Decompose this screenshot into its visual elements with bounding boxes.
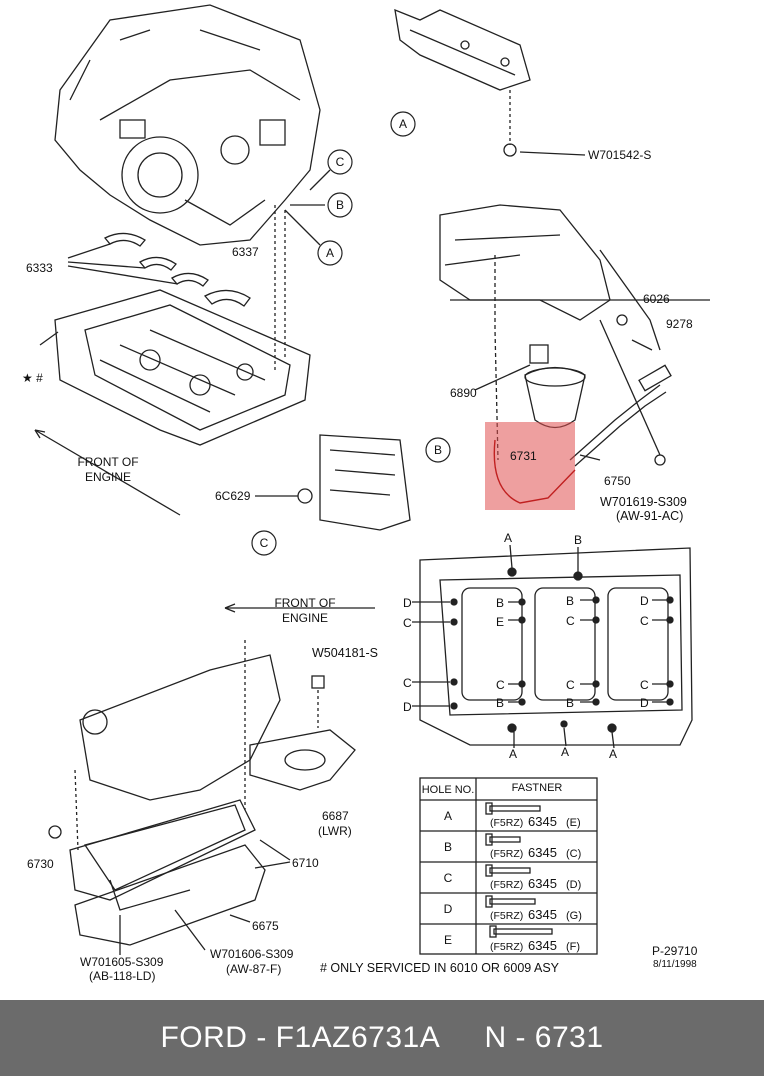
table-prefix-0: (F5RZ) bbox=[490, 817, 523, 829]
table-num-4: 6345 bbox=[528, 938, 557, 953]
table-hole-3: D bbox=[444, 902, 453, 916]
oil-pan-drawing bbox=[48, 640, 356, 955]
table-suffix-0: (E) bbox=[566, 817, 581, 829]
engine-block-drawing bbox=[54, 4, 321, 246]
table-num-1: 6345 bbox=[528, 845, 557, 860]
hole-letter-d-3: D bbox=[640, 594, 649, 608]
footer-part-number: F1AZ6731A bbox=[275, 1021, 441, 1054]
table-header-hole: HOLE NO. bbox=[422, 784, 475, 796]
footer-gap bbox=[440, 1021, 484, 1055]
hole-letter-a-2: A bbox=[509, 747, 517, 761]
part-number-footer: FORD - F1AZ6731A N - 6731 bbox=[0, 1000, 764, 1076]
table-suffix-2: (D) bbox=[566, 879, 581, 891]
table-prefix-2: (F5RZ) bbox=[490, 879, 523, 891]
callout-a-top: A bbox=[399, 117, 407, 131]
label-note: # ONLY SERVICED IN 6010 OR 6009 ASY bbox=[320, 961, 560, 975]
label-w701605: W701605-S309 bbox=[80, 955, 164, 969]
label-6731: 6731 bbox=[510, 449, 537, 463]
fastener-table-rows: A (F5RZ) 6345 (E) B (F5RZ) 6345 (C) C (F5RZ) 6345 (… bbox=[444, 809, 582, 953]
fastener-bolt-icons bbox=[485, 802, 553, 938]
bearing-girdle-drawing bbox=[39, 289, 311, 446]
table-num-2: 6345 bbox=[528, 876, 557, 891]
callout-b-mid: B bbox=[434, 443, 442, 457]
footer-brand: FORD bbox=[160, 1021, 248, 1054]
table-suffix-3: (G) bbox=[566, 910, 582, 922]
detail-a-drawing bbox=[394, 8, 586, 157]
hole-letter-a-1: A bbox=[504, 531, 512, 545]
hole-letter-c-2: C bbox=[403, 676, 412, 690]
hole-pattern-letters: A B D C C D B E C B B C C B D C C D A A … bbox=[403, 531, 649, 761]
fastener-table-grid bbox=[419, 777, 598, 955]
table-num-3: 6345 bbox=[528, 907, 557, 922]
parts-diagram: A C B A B C 6333 6337 ★ # FRONT OF ENGIN… bbox=[22, 4, 710, 983]
dipstick-highlight-line bbox=[493, 439, 576, 504]
label-front-engine-2b: ENGINE bbox=[282, 611, 328, 625]
hole-letter-b-4: B bbox=[566, 594, 574, 608]
hole-letter-d-4: D bbox=[640, 696, 649, 710]
label-ab118: (AB-118-LD) bbox=[89, 969, 155, 983]
hole-letter-c-6: C bbox=[640, 614, 649, 628]
table-hole-4: E bbox=[444, 933, 452, 947]
hole-letter-b-3: B bbox=[496, 696, 504, 710]
callout-b-top: B bbox=[336, 198, 344, 212]
table-prefix-4: (F5RZ) bbox=[490, 941, 523, 953]
hole-letter-a-4: A bbox=[609, 747, 617, 761]
table-suffix-1: (C) bbox=[566, 848, 581, 860]
hole-letter-c-7: C bbox=[640, 678, 649, 692]
detail-c-drawing bbox=[255, 434, 411, 531]
label-plate-no: P-29710 bbox=[652, 944, 698, 958]
highlight-box bbox=[485, 422, 575, 510]
hole-letter-c-5: C bbox=[566, 678, 575, 692]
bearing-shells bbox=[67, 232, 251, 307]
label-star: ★ # bbox=[22, 371, 43, 385]
oil-filter-assembly-drawing bbox=[439, 204, 710, 467]
hole-letter-b-1: B bbox=[574, 533, 582, 547]
oil-pan-hole-pattern bbox=[224, 544, 693, 749]
label-6333: 6333 bbox=[26, 261, 53, 275]
table-suffix-4: (F) bbox=[566, 941, 580, 953]
label-aw87: (AW-87-F) bbox=[226, 962, 281, 976]
label-front-engine-1b: ENGINE bbox=[85, 470, 131, 484]
hole-letter-d-1: D bbox=[403, 596, 412, 610]
label-6337: 6337 bbox=[232, 245, 259, 259]
table-header-fastner: FASTNER bbox=[512, 782, 563, 794]
label-front-engine-2a: FRONT OF bbox=[274, 596, 335, 610]
label-6026: 6026 bbox=[643, 292, 670, 306]
hole-letter-a-3: A bbox=[561, 745, 569, 759]
table-prefix-3: (F5RZ) bbox=[490, 910, 523, 922]
hole-letter-b-2: B bbox=[496, 596, 504, 610]
label-aw91: (AW-91-AC) bbox=[616, 509, 683, 523]
hole-letter-c-4: C bbox=[566, 614, 575, 628]
label-w701619: W701619-S309 bbox=[600, 495, 687, 509]
callout-c-mid: C bbox=[260, 536, 269, 550]
table-num-0: 6345 bbox=[528, 814, 557, 829]
callout-c-top: C bbox=[336, 155, 345, 169]
label-6687: 6687 bbox=[322, 809, 349, 823]
label-9278: 9278 bbox=[666, 317, 693, 331]
hole-letter-d-2: D bbox=[403, 700, 412, 714]
label-plate-date: 8/11/1998 bbox=[653, 959, 697, 970]
table-hole-1: B bbox=[444, 840, 452, 854]
label-lwr: (LWR) bbox=[318, 824, 352, 838]
label-6675: 6675 bbox=[252, 919, 279, 933]
footer-sep-1: - bbox=[247, 1021, 276, 1054]
label-6710: 6710 bbox=[292, 856, 319, 870]
label-6c629: 6C629 bbox=[215, 489, 251, 503]
footer-ref: N - 6731 bbox=[484, 1021, 604, 1054]
hole-letter-c-3: C bbox=[496, 678, 505, 692]
hole-letter-b-5: B bbox=[566, 696, 574, 710]
label-6730: 6730 bbox=[27, 857, 54, 871]
callout-a-mid: A bbox=[326, 246, 334, 260]
hole-letter-c-1: C bbox=[403, 616, 412, 630]
table-hole-2: C bbox=[444, 871, 453, 885]
table-hole-0: A bbox=[444, 809, 452, 823]
table-prefix-1: (F5RZ) bbox=[490, 848, 523, 860]
label-w701542: W701542-S bbox=[588, 148, 651, 162]
label-front-engine-1a: FRONT OF bbox=[77, 455, 138, 469]
label-6890: 6890 bbox=[450, 386, 477, 400]
label-w701606: W701606-S309 bbox=[210, 947, 294, 961]
label-w504181: W504181-S bbox=[312, 646, 378, 660]
hole-letter-e-1: E bbox=[496, 615, 504, 629]
label-6750: 6750 bbox=[604, 474, 631, 488]
